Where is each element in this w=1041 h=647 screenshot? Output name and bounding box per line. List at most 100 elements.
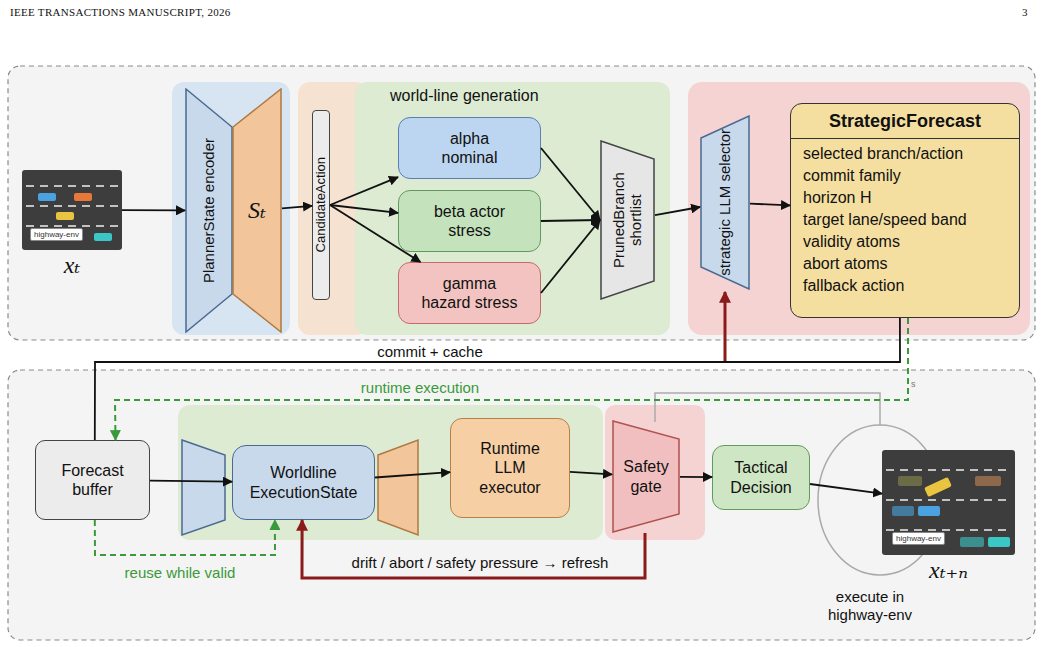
state-trapezoid: Sₜ [232,88,282,333]
car [924,477,952,497]
lane-line [26,185,118,187]
flow-arrow [541,148,600,220]
edge-label: runtime execution [361,379,479,396]
edge-label: drift / abort / safety pressure → refres… [352,554,609,571]
node-label: Tactical Decision [721,458,801,496]
road-scene [882,450,1015,555]
car-trail [892,506,914,516]
loop-line [655,393,880,425]
lane-line [26,225,118,227]
encoder-trapezoid [182,440,225,535]
car [38,193,56,201]
branch-box: gamma hazard stress [398,262,541,324]
car [918,506,940,516]
execution-band [178,405,603,540]
node-label: Worldline ExecutionState [233,463,374,501]
car-trail [898,476,922,486]
node-label: beta actor stress [418,202,522,240]
edge-label: reuse while valid [125,564,236,581]
refresh-arrow [724,292,727,362]
car [94,233,112,241]
road-scene [22,170,122,250]
trapezoid-shape [701,116,749,289]
branch-box: alpha nominal [398,117,541,179]
group-panel: world-line generation alpha nominal beta a… [355,82,670,335]
trapezoid-shape [233,89,281,332]
flow-arrow [541,220,600,293]
flow-arrow [95,318,900,440]
flow-arrow [655,207,700,215]
list-item: abort atoms [791,253,1019,275]
flow-arrow [570,472,612,475]
process-box: CandidateAction [312,110,330,300]
safety-band [605,405,705,540]
forecast-card: StrategicForecastselected branch/actionc… [790,103,1020,318]
flow-arrow [122,209,185,211]
flow-arrow [375,472,450,477]
state-box: Worldline ExecutionState [232,445,375,520]
car [56,212,74,220]
road-surface [22,170,122,250]
selector-trapezoid: strategic LLM selector [700,115,750,290]
trapezoid-shape [613,421,679,532]
encoder-band [172,82,290,335]
decoder-trapezoid [378,440,418,535]
list-item: horizon H [791,187,1019,209]
flow-arrow [541,220,600,221]
list-item: fallback action [791,275,1019,297]
node-label: Runtime LLM executor [470,439,550,497]
running-header: IEEE TRANSACTIONS MANUSCRIPT, 2026 [10,6,231,19]
upper-panel [8,66,1035,340]
branch-box: beta actor stress [398,190,541,252]
flow-arrow [680,476,712,478]
flow-arrow [95,520,275,555]
lane-line [26,205,118,207]
cut-label: s [911,379,916,390]
flow-arrow [115,318,908,440]
node-label: CandidateAction [314,157,329,252]
lane-line [886,529,1011,531]
flow-arrow [330,205,398,213]
lane-line [886,469,1011,471]
node-label: Forecast buffer [53,461,133,499]
car-trail [975,476,1001,486]
group-title: world-line generation [390,87,539,105]
car-trail [960,537,984,547]
card-heading: StrategicForecast [791,104,1019,139]
road-surface [882,450,1015,555]
image-caption: xₜ₊ₙ [862,557,1035,583]
lower-panel [8,370,1035,640]
flow-arrow [810,484,882,494]
node-label: gamma hazard stress [418,274,522,312]
node-label: Sₜ [248,196,266,225]
buffer-box: Forecast buffer [35,440,150,520]
gate-trapezoid: Safety gate [612,420,680,533]
page-number: 3 [1022,6,1028,19]
node-label: alpha nominal [435,129,505,167]
encoder-trapezoid: PlannerState encoder [185,88,233,333]
trapezoid-shape [186,89,232,332]
node-label: PlannerState encoder [200,138,217,283]
car [988,537,1010,547]
lane-line [886,499,1011,501]
shortlist-trapezoid: PrunedBranch shortlist [600,140,655,300]
image-tag: highway-env [892,532,945,545]
car [74,193,92,201]
flow-arrow [330,205,420,262]
image-tag: highway-env [30,228,83,241]
edge-label: commit + cache [377,343,482,360]
caption-text: execute in highway-env [815,588,925,624]
list-item: target lane/speed band [791,209,1019,231]
executor-box: Runtime LLM executor [450,418,570,518]
node-label: strategic LLM selector [716,129,733,276]
flow-arrow [330,177,398,205]
node-label: PrunedBranch shortlist [610,153,645,288]
list-item: validity atoms [791,231,1019,253]
flow-arrow [150,481,232,482]
shape-outline [612,420,680,533]
list-item: commit family [791,165,1019,187]
trapezoid-shape [601,141,654,299]
node-label: Safety gate [619,457,674,495]
image-caption: xₜ [2,252,142,278]
